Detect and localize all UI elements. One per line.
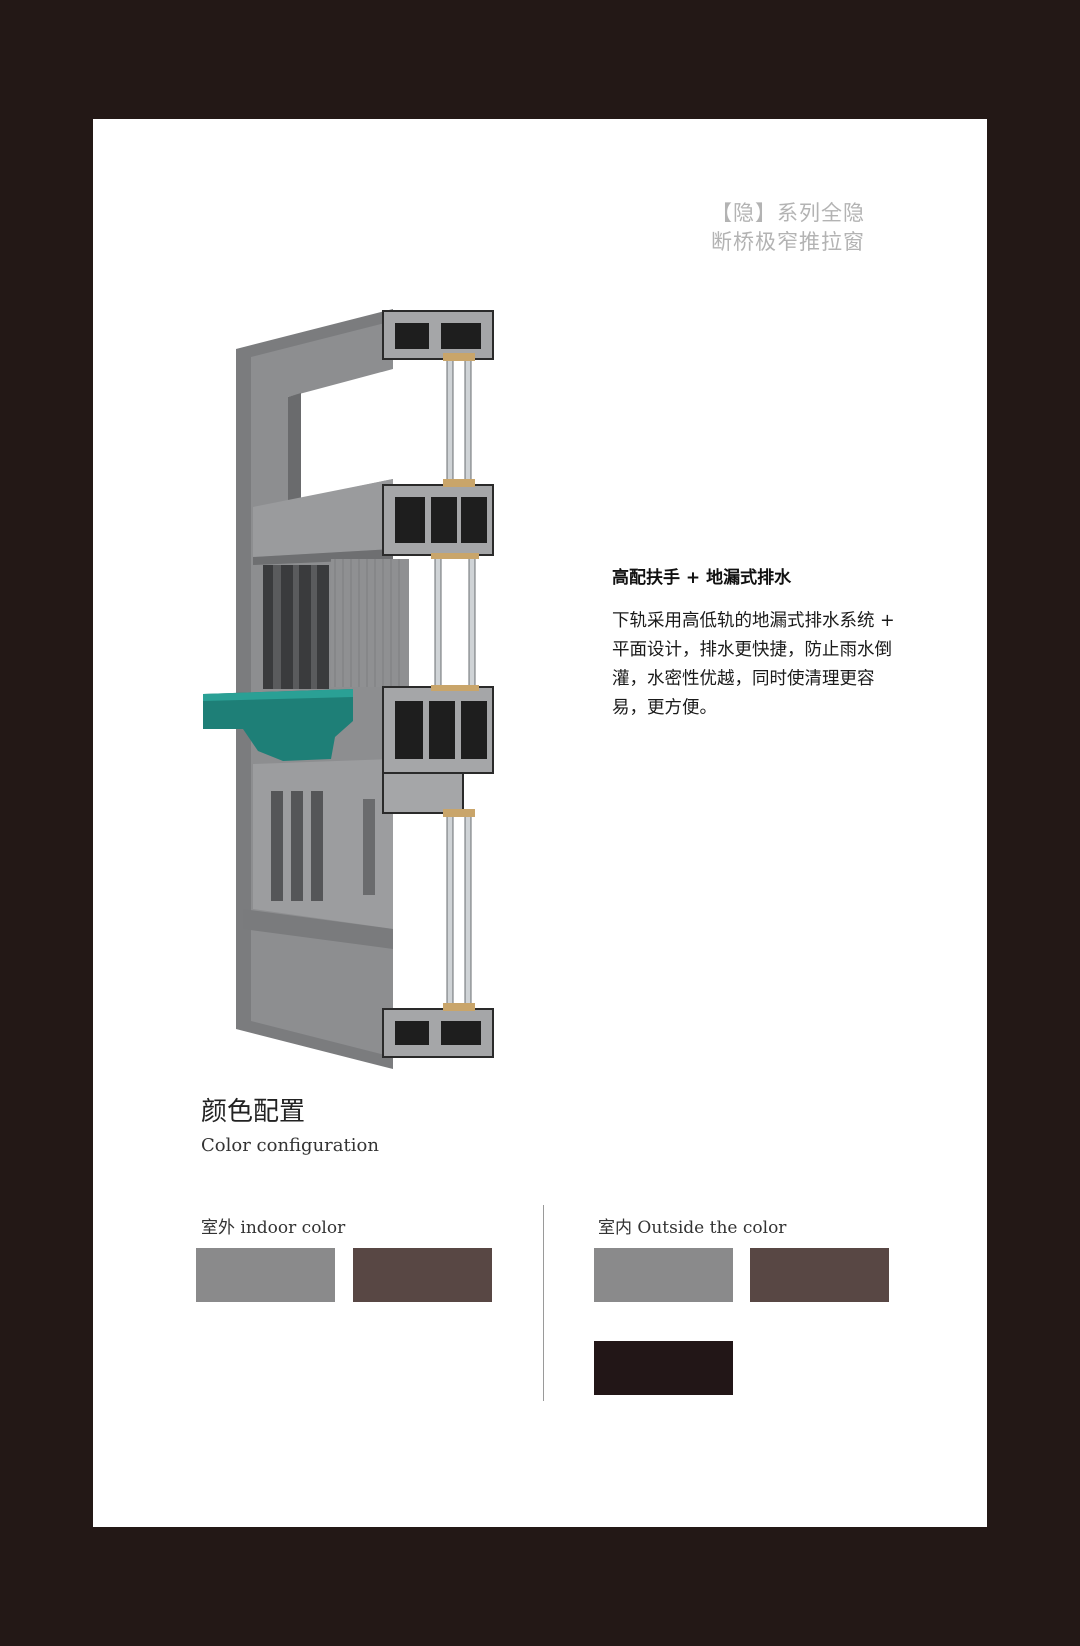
brochure-page: 【隐】系列全隐 断桥极窄推拉窗 [93, 119, 987, 1527]
color-section-subtitle: Color configuration [201, 1135, 379, 1156]
interior-swatch-black [594, 1341, 733, 1395]
feature-title: 高配扶手 + 地漏式排水 [612, 568, 792, 588]
feature-description: 下轨采用高低轨的地漏式排水系统 + 平面设计，排水更快捷，防止雨水倒灌，水密性优… [612, 611, 895, 718]
window-profile-illustration [203, 309, 494, 1069]
exterior-color-label: 室外 indoor color [201, 1218, 346, 1238]
interior-color-label: 室内 Outside the color [598, 1218, 787, 1238]
exterior-swatch-gray [196, 1248, 335, 1302]
series-title-line2: 断桥极窄推拉窗 [711, 230, 865, 254]
color-section-title: 颜色配置 [201, 1097, 306, 1127]
exterior-swatch-brown [353, 1248, 492, 1302]
interior-swatch-gray [594, 1248, 733, 1302]
section-divider [543, 1205, 544, 1401]
series-title-line1: 【隐】系列全隐 [711, 201, 865, 225]
interior-swatch-brown [750, 1248, 889, 1302]
series-title: 【隐】系列全隐 断桥极窄推拉窗 [711, 199, 961, 257]
